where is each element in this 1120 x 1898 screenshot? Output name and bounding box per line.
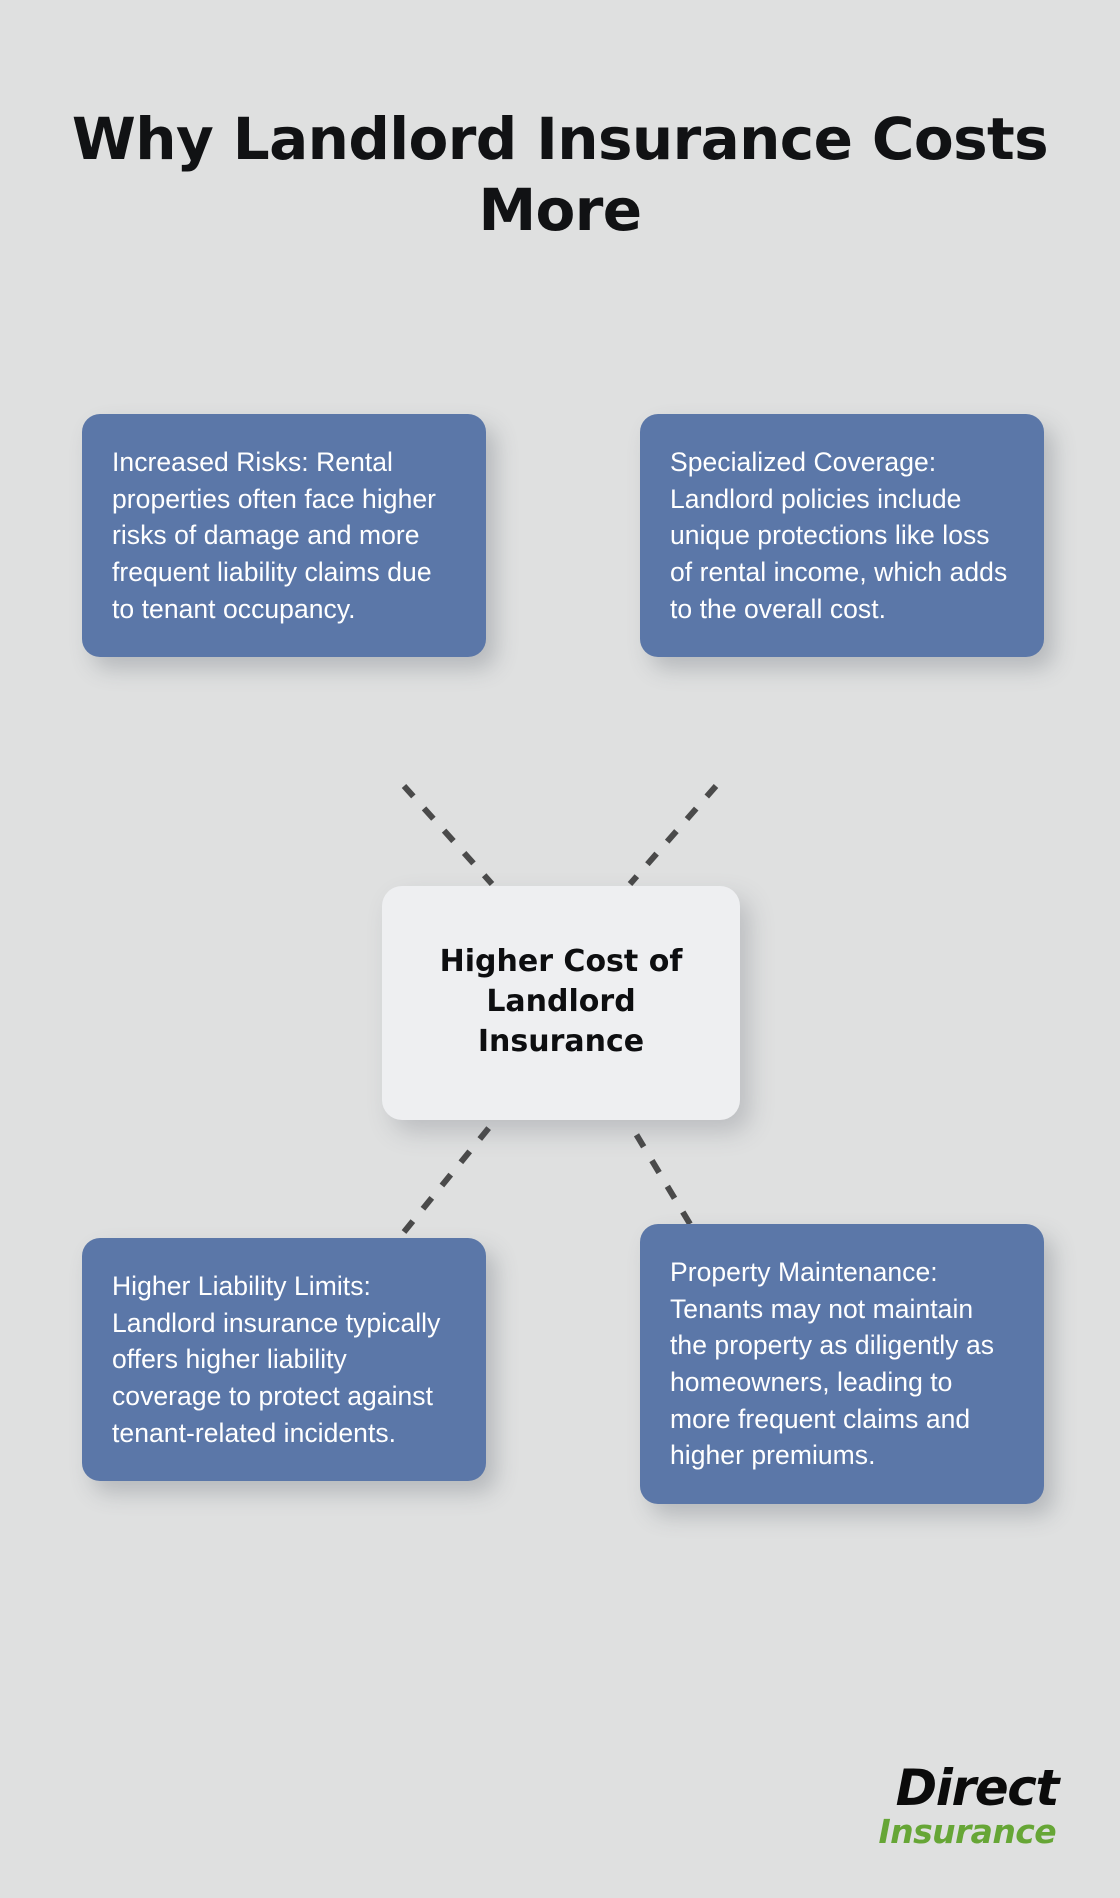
node-increased-risks: Increased Risks: Rental properties often…	[82, 414, 486, 658]
node-property-maintenance: Property Maintenance: Tenants may not ma…	[640, 1224, 1044, 1505]
logo-primary-text: Direct	[895, 1759, 1060, 1817]
node-center-higher-cost: Higher Cost of Landlord Insurance	[382, 886, 740, 1120]
connector-bottom-right	[627, 1122, 693, 1226]
connector-bottom-left	[401, 1122, 495, 1234]
page-title: Why Landlord Insurance Costs More	[71, 105, 1049, 244]
connector-top-left	[401, 783, 495, 887]
node-specialized-coverage: Specialized Coverage: Landlord policies …	[640, 414, 1044, 658]
logo-secondary-text: Insurance	[878, 1812, 1057, 1851]
node-higher-liability-limits: Higher Liability Limits: Landlord insura…	[82, 1238, 486, 1482]
connector-top-right	[627, 784, 719, 886]
brand-logo: Direct Insurance	[878, 1759, 1060, 1851]
